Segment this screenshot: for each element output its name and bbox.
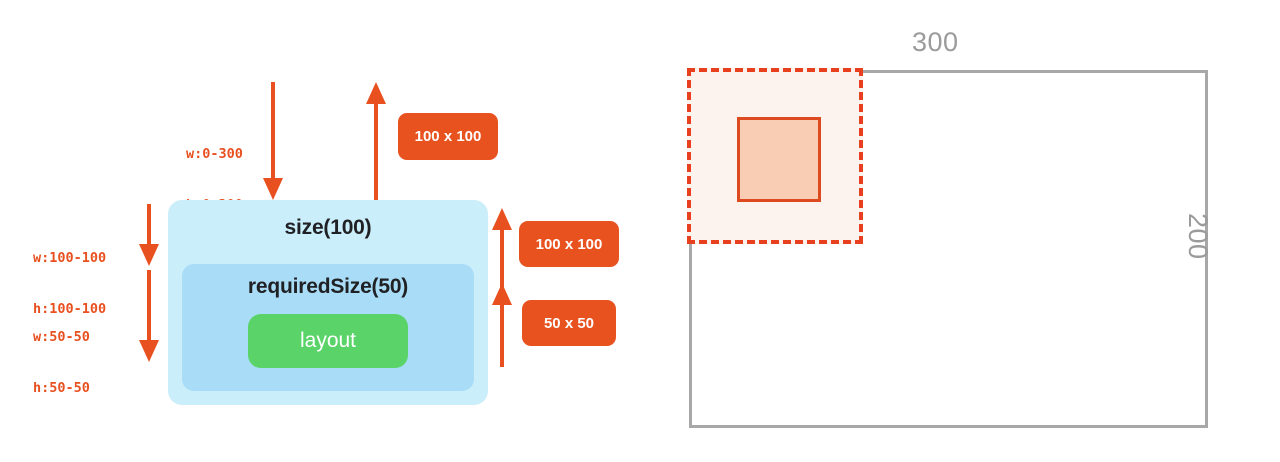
constraint-line-height: h:50-50 (33, 380, 90, 396)
constraint-line-width: w:0-300 (186, 146, 243, 162)
constraint-label-size: w:100-100 h:100-100 (33, 216, 106, 352)
constraint-line-width: w:100-100 (33, 250, 107, 266)
arrow-down-size-constraint (138, 204, 160, 266)
constraint-line-height: h:100-100 (33, 301, 107, 317)
badge-reported-size-top: 100 x 100 (398, 113, 498, 160)
arrow-down-incoming-constraint (262, 82, 284, 200)
arrow-up-reported-size-inner (491, 283, 513, 367)
arrow-up-reported-size-top (365, 82, 387, 200)
badge-reported-size-middle: 100 x 100 (519, 221, 619, 267)
constraint-label-required-size: w:50-50 h:50-50 (33, 295, 90, 431)
size-box-label: size(100) (284, 216, 372, 239)
badge-reported-size-inner: 50 x 50 (522, 300, 616, 346)
viewport-height-label: 200 (1183, 213, 1213, 260)
arrow-down-required-size-constraint (138, 270, 160, 362)
required-size-box: requiredSize(50) layout (182, 264, 474, 391)
inner-required-size-region (737, 117, 821, 202)
layout-button[interactable]: layout (248, 314, 408, 368)
viewport-width-label: 300 (912, 27, 959, 57)
size-box: size(100) requiredSize(50) layout (168, 200, 488, 405)
required-size-box-label: requiredSize(50) (247, 275, 409, 298)
constraint-line-width: w:50-50 (33, 329, 90, 345)
